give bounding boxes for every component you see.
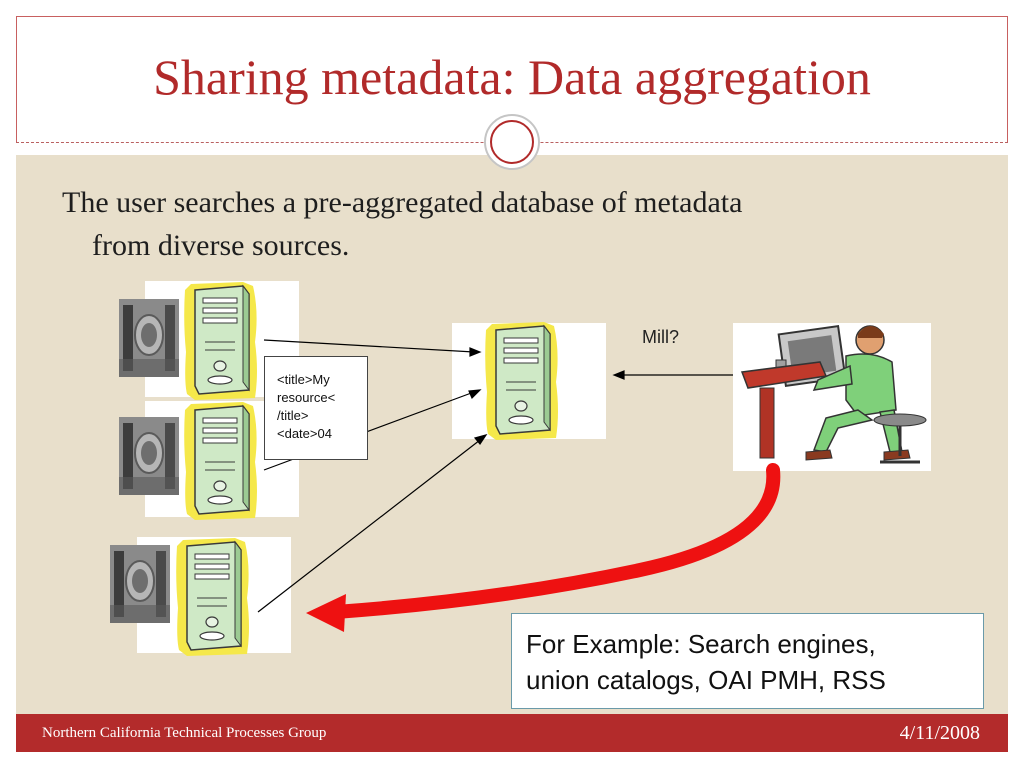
example-line-2: union catalogs, OAI PMH, RSS bbox=[526, 665, 886, 695]
return-arrowhead bbox=[306, 594, 346, 632]
server-icon-source-3 bbox=[175, 537, 250, 657]
example-box: For Example: Search engines, union catal… bbox=[511, 613, 984, 709]
footer-organization: Northern California Technical Processes … bbox=[42, 725, 327, 741]
body-line-1: The user searches a pre-aggregated datab… bbox=[62, 186, 743, 219]
metadata-note: <title>My resource< /title> <date>04 bbox=[264, 356, 368, 460]
note-line-3: /title> bbox=[277, 408, 309, 423]
note-line-1: <title>My bbox=[277, 372, 330, 387]
footer-bar bbox=[16, 714, 1008, 752]
frame-left bbox=[0, 16, 16, 714]
note-line-4: <date>04 bbox=[277, 426, 332, 441]
frame-top bbox=[0, 0, 1024, 16]
mill-label: Mill? bbox=[642, 327, 680, 347]
example-line-1: For Example: Search engines, bbox=[526, 629, 876, 659]
footer-date: 4/11/2008 bbox=[899, 722, 980, 744]
server-icon-source-2 bbox=[183, 401, 258, 521]
body-line-2: from diverse sources. bbox=[92, 229, 350, 262]
archive-photo-3 bbox=[109, 544, 171, 624]
note-line-2: resource< bbox=[277, 390, 336, 405]
frame-right bbox=[1008, 16, 1024, 714]
user-computer-icon bbox=[740, 324, 927, 464]
slide-title: Sharing metadata: Data aggregation bbox=[153, 49, 871, 105]
flow-arrows bbox=[257, 339, 733, 613]
archive-photo-1 bbox=[118, 298, 180, 378]
ornament-inner-circle bbox=[490, 120, 534, 164]
body-text: The user searches a pre-aggregated datab… bbox=[62, 181, 962, 267]
server-icon-aggregator bbox=[484, 321, 559, 441]
archive-photo-2 bbox=[118, 416, 180, 496]
frame-bottom bbox=[0, 752, 1024, 768]
return-arrow bbox=[329, 463, 781, 619]
server-icon-source-1 bbox=[183, 281, 258, 401]
